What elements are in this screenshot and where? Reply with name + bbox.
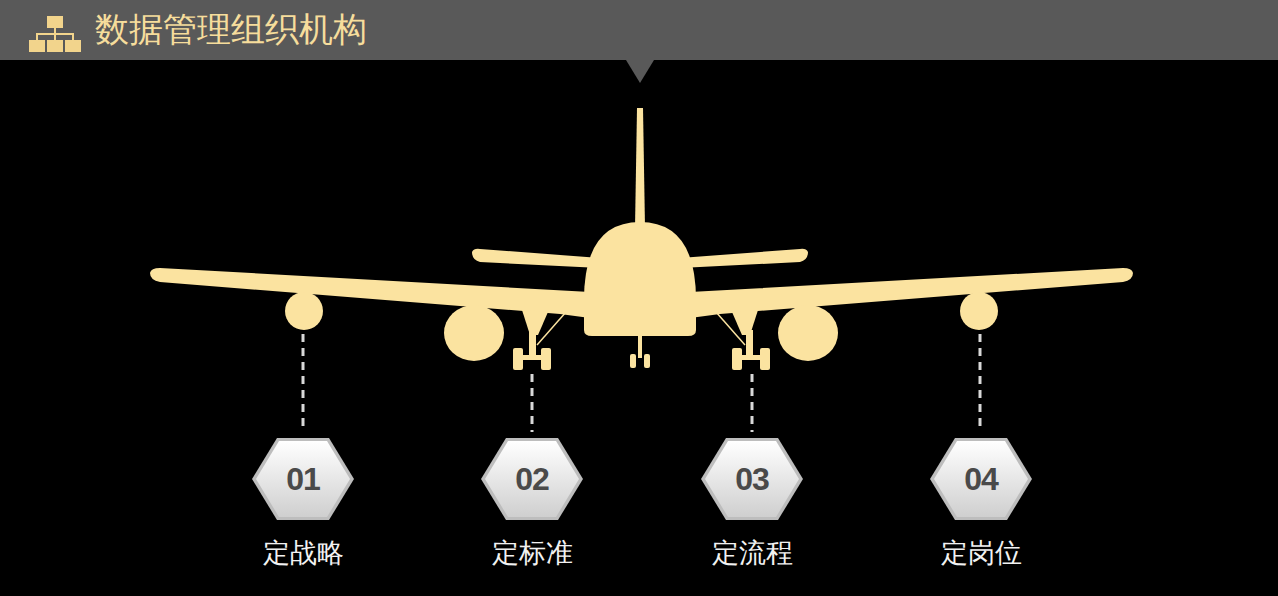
step-node: 03 定流程 — [659, 436, 845, 570]
gear-braces — [537, 312, 745, 345]
step-hexagon: 04 — [928, 436, 1034, 522]
step-number: 02 — [479, 436, 585, 522]
title: 数据管理组织机构 — [95, 6, 367, 52]
step-label: 定标准 — [439, 536, 625, 570]
step-hexagon: 02 — [479, 436, 585, 522]
step-node: 02 定标准 — [439, 436, 625, 570]
step-number: 01 — [250, 436, 356, 522]
step-label: 定岗位 — [888, 536, 1074, 570]
step-hexagon: 01 — [250, 436, 356, 522]
org-icon — [29, 16, 81, 52]
step-label: 定流程 — [659, 536, 845, 570]
leader-lines — [303, 334, 980, 432]
title-pointer — [626, 60, 654, 83]
step-number: 04 — [928, 436, 1034, 522]
title-bar — [0, 0, 1278, 60]
step-node: 04 定岗位 — [888, 436, 1074, 570]
step-hexagon: 03 — [699, 436, 805, 522]
step-node: 01 定战略 — [210, 436, 396, 570]
airplane — [150, 108, 1133, 370]
step-label: 定战略 — [210, 536, 396, 570]
step-number: 03 — [699, 436, 805, 522]
